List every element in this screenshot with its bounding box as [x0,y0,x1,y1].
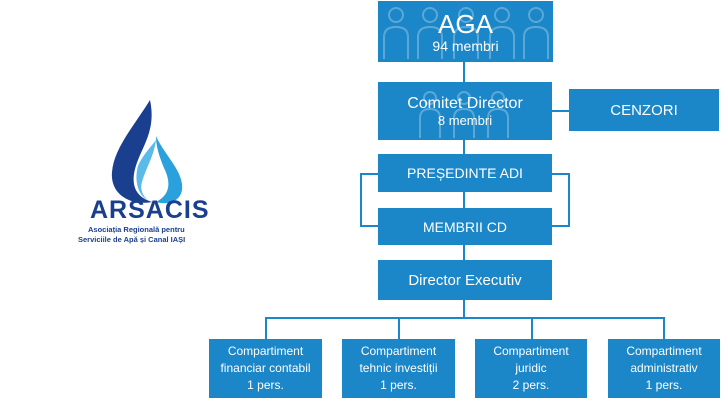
dept-label-1: Compartiment [626,344,702,358]
dept-label-2: financiar contabil [220,361,311,375]
dept-count: 1 pers. [380,378,417,392]
logo-name: ARSACIS [90,196,210,224]
aga-subtitle: 94 membri [432,37,499,54]
connector-comitet-presedinte [463,140,465,154]
dept-label-1: Compartiment [493,344,569,358]
bracket-left-top [360,173,378,175]
dept-count: 1 pers. [645,378,683,392]
water-drop-logo-icon [111,100,183,204]
presedinte-box: PREȘEDINTE ADI [378,154,552,192]
connector-dept-1 [265,317,267,339]
bracket-left-side [360,173,362,227]
connector-membrii-director [463,245,465,260]
department-box-juridic: Compartiment juridic 2 pers. [475,339,587,398]
comitet-director-box: Comitet Director 8 membri [378,82,552,140]
dept-label-1: Compartiment [360,344,437,358]
cenzori-box: CENZORI [569,89,719,131]
dept-label-1: Compartiment [227,344,304,358]
connector-presedinte-membrii [463,192,465,208]
dept-label-2: juridic [515,361,547,375]
cenzori-title: CENZORI [610,101,678,119]
comitet-subtitle: 8 membri [437,112,493,128]
people-icon [419,91,509,138]
department-bus [265,317,665,319]
logo-subtitle-line2: Serviciile de Apă și Canal IAȘI [78,235,186,244]
aga-title: AGA [438,8,493,39]
bracket-right-top [552,173,570,175]
bracket-left-bottom [360,225,378,227]
department-box-tehnic: Compartiment tehnic investiții 1 pers. [342,339,455,398]
connector-dept-4 [663,317,665,339]
dept-label-2: tehnic investiții [359,361,438,375]
aga-box: AGA 94 membri [378,1,553,62]
bracket-right-side [568,173,570,227]
connector-aga-comitet [463,62,465,82]
membrii-title: MEMBRII CD [423,218,507,235]
connector-dept-3 [531,317,533,339]
connector-dept-2 [398,317,400,339]
department-box-financiar: Compartiment financiar contabil 1 pers. [209,339,322,398]
dept-count: 2 pers. [512,378,550,392]
department-box-administrativ: Compartiment administrativ 1 pers. [608,339,720,398]
membrii-box: MEMBRII CD [378,208,552,245]
connector-comitet-cenzori [552,110,569,112]
director-box: Director Executiv [378,260,552,300]
bracket-right-bottom [552,225,570,227]
connector-director-bus [463,300,465,318]
dept-label-2: administrativ [630,361,698,375]
director-title: Director Executiv [408,271,522,289]
comitet-title: Comitet Director [407,94,523,112]
people-icon [383,7,549,59]
dept-count: 1 pers. [247,378,284,392]
presedinte-title: PREȘEDINTE ADI [407,165,523,181]
logo-subtitle-line1: Asociația Regională pentru [88,225,185,234]
arsacis-logo: ARSACIS Asociația Regională pentru Servi… [72,96,222,256]
